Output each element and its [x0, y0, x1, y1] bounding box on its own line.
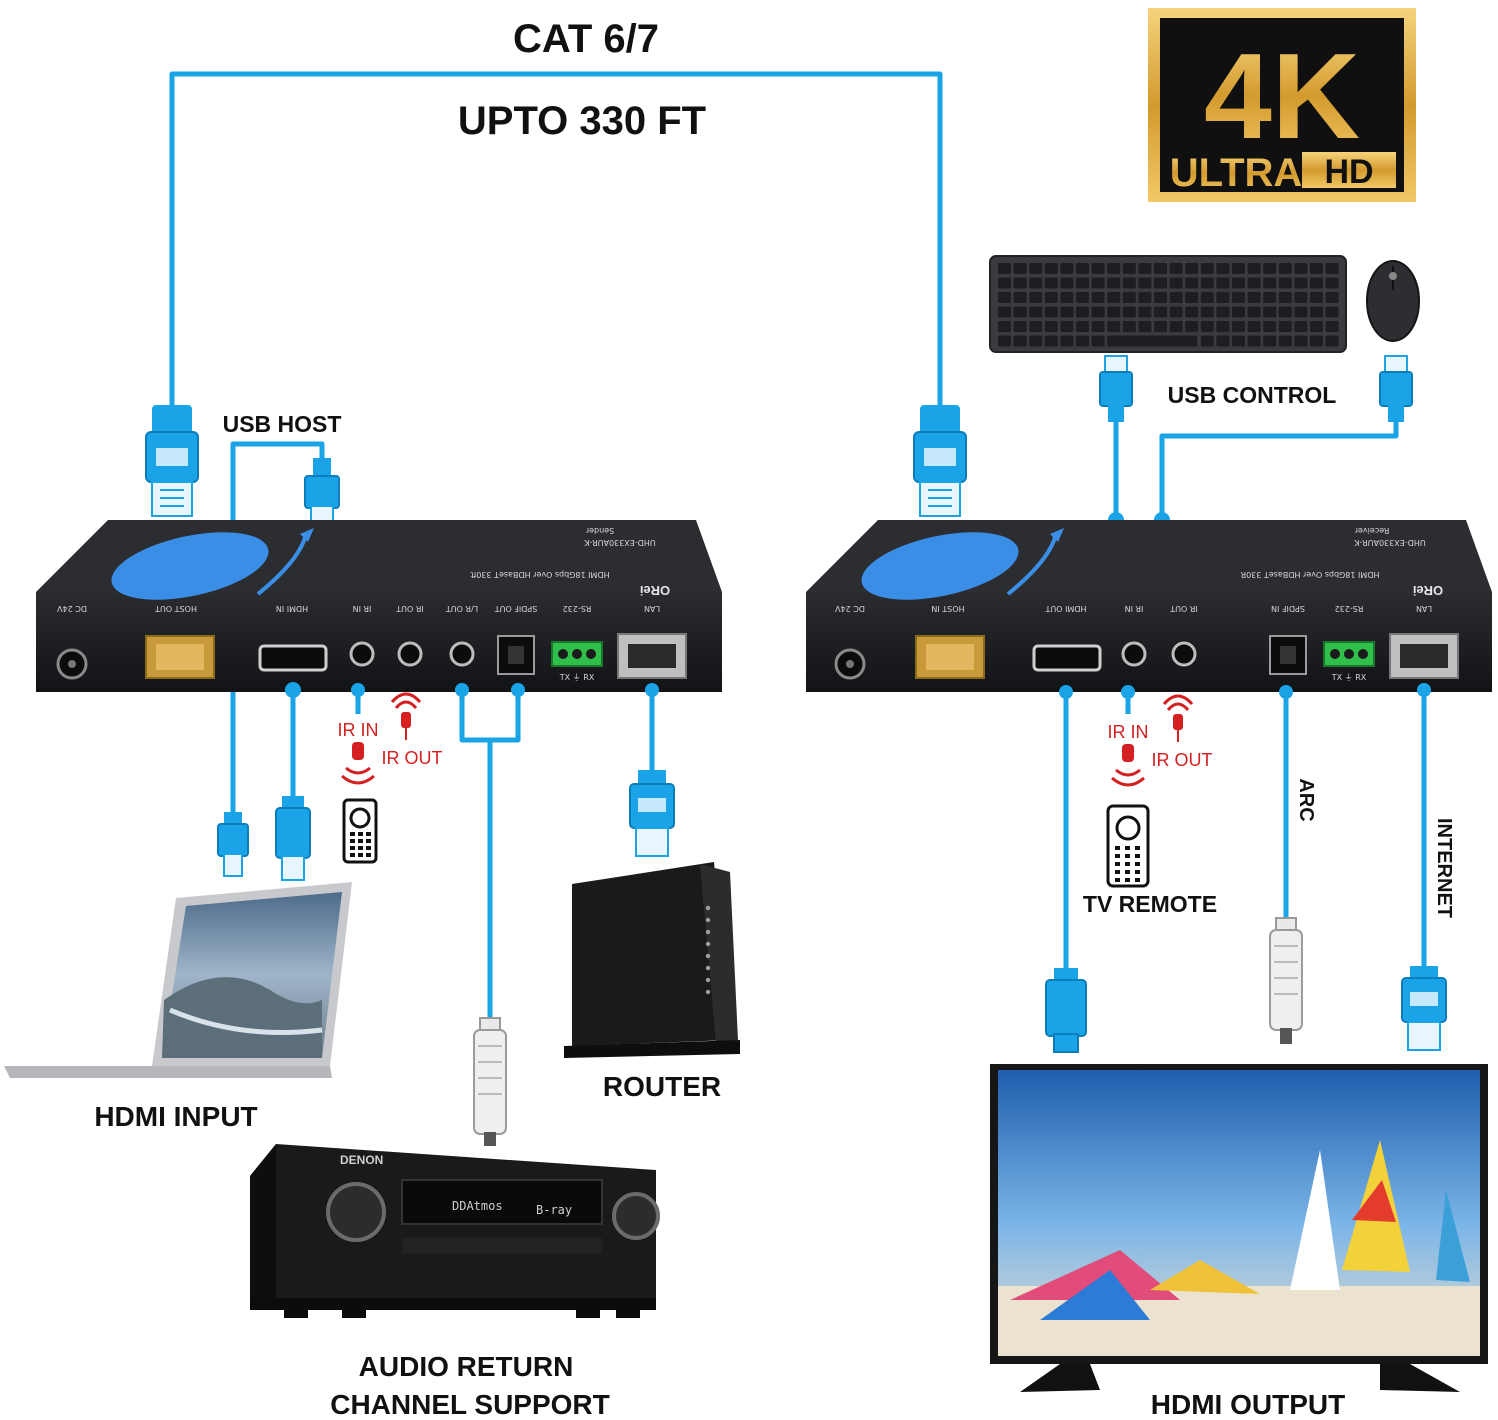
sender-terminal-label: TX ⏚ RX	[559, 673, 595, 682]
receiver-brand: ORei	[1413, 583, 1443, 598]
port-label: HOST OUT	[155, 604, 197, 613]
sender-ir-out-label: IR OUT	[382, 748, 443, 768]
mouse	[1366, 260, 1420, 342]
router-label: ROUTER	[603, 1071, 721, 1102]
ir-in-jack	[349, 641, 375, 667]
distance-title: UPTO 330 FT	[458, 99, 706, 143]
port-label: IR IN	[353, 604, 372, 613]
ir-out-jack	[397, 641, 423, 667]
internet-label: INTERNET	[1433, 818, 1455, 918]
audio-return-label-line1: AUDIO RETURN	[359, 1351, 574, 1382]
laptop	[4, 882, 352, 1078]
usb-plug-mouse	[1379, 355, 1413, 422]
ir-emitter-icon	[1162, 694, 1194, 742]
ir-in-jack	[1121, 641, 1147, 667]
port-label: DC 24V	[57, 604, 87, 613]
hdmi-plug-tv	[1045, 968, 1087, 1053]
hdmi-out-port	[1032, 644, 1102, 672]
audio-return-label-line2: CHANNEL SUPPORT	[330, 1389, 610, 1420]
port-label: HDMI OUT	[1045, 604, 1086, 613]
ir-receiver-icon	[1111, 744, 1145, 787]
hdmi-plug-laptop	[275, 796, 311, 881]
svg-text:4K: 4K	[1204, 28, 1360, 164]
hdmi-in-port	[258, 644, 328, 672]
receiver-ir-in-label: IR IN	[1107, 722, 1148, 742]
brand-logo-blob	[861, 532, 1019, 600]
rj45-plug-sender	[145, 405, 199, 517]
rj45-plug-internet	[1401, 966, 1447, 1051]
port-label: IR OUT	[396, 604, 424, 613]
ir-receiver-icon	[341, 742, 375, 785]
port-label: RS-232	[563, 604, 592, 613]
router	[564, 862, 740, 1058]
hdmi-output-label: HDMI OUTPUT	[1151, 1389, 1345, 1420]
port-label: SPDIF IN	[1271, 604, 1305, 613]
port-label: HOST IN	[931, 604, 964, 613]
port-label: SPDIF OUT	[495, 604, 538, 613]
tv-remote-icon	[1106, 804, 1150, 888]
television	[990, 1064, 1488, 1392]
svg-text:ULTRA: ULTRA	[1170, 151, 1303, 195]
receiver-ir-out-label: IR OUT	[1152, 750, 1213, 770]
av-receiver: DENON DDAtmos B-ray	[250, 1144, 660, 1318]
ir-out-jack	[1171, 641, 1197, 667]
svg-text:B-ray: B-ray	[536, 1203, 572, 1217]
receiver-unit: UHD-EX330AUR-K Receiver HDMI 18Gbps Over…	[806, 520, 1492, 692]
port-label: LAN	[644, 604, 660, 613]
usb-host-label: USB HOST	[223, 411, 342, 437]
volume-knob	[326, 1182, 386, 1242]
sender-model: UHD-EX330AUR-K	[584, 538, 656, 547]
port-label: IR IN	[1125, 604, 1144, 613]
ir-emitter-icon	[390, 692, 422, 740]
brand-logo-blob	[111, 532, 269, 600]
usb-control-label: USB CONTROL	[1168, 382, 1337, 408]
avr-brand: DENON	[340, 1153, 383, 1167]
cable-type-title: CAT 6/7	[513, 17, 659, 61]
tv-remote-label: TV REMOTE	[1083, 891, 1217, 917]
avr-display	[401, 1179, 603, 1225]
port-label: HDMI IN	[276, 604, 308, 613]
remote-control-icon	[342, 798, 378, 864]
svg-text:DDAtmos: DDAtmos	[452, 1199, 503, 1213]
keyboard	[989, 255, 1347, 353]
usb-plug-host	[304, 458, 340, 523]
port-label: IR OUT	[1170, 604, 1198, 613]
port-label: LAN	[1416, 604, 1432, 613]
sender-unit: UHD-EX330AUR-K Sender HDMI 18Gbps Over H…	[36, 520, 722, 692]
4k-ultra-hd-badge: 4K ULTRA HD	[1148, 8, 1416, 202]
optical-plug-tv	[1269, 917, 1303, 1044]
sender-brand: ORei	[640, 583, 670, 598]
port-label: RS-232	[1335, 604, 1364, 613]
sender-ir-in-label: IR IN	[337, 720, 378, 740]
port-label: L/R OUT	[446, 604, 478, 613]
cat-cable-main	[169, 71, 943, 405]
usb-plug-laptop	[217, 812, 249, 877]
receiver-terminal-label: TX ⏚ RX	[1331, 673, 1367, 682]
usb-plug-keyboard	[1099, 355, 1133, 422]
arc-label: ARC	[1295, 778, 1317, 821]
sender-role: Sender	[585, 526, 614, 535]
receiver-description: HDMI 18Gbps Over HDBaseT 330R	[1240, 570, 1379, 579]
input-knob	[612, 1192, 660, 1240]
receiver-model: UHD-EX330AUR-K	[1354, 538, 1426, 547]
lr-out-jack	[449, 641, 475, 667]
receiver-role: Receiver	[1354, 526, 1389, 535]
optical-plug-avr	[473, 1017, 507, 1146]
svg-text:HD: HD	[1324, 153, 1373, 191]
rj45-plug-router	[629, 770, 675, 857]
sender-description: HDMI 18Gbps Over HDBaseT 330ft	[470, 570, 609, 579]
port-label: DC 24V	[835, 604, 865, 613]
hdmi-input-label: HDMI INPUT	[94, 1101, 257, 1132]
rj45-plug-receiver	[913, 405, 967, 517]
